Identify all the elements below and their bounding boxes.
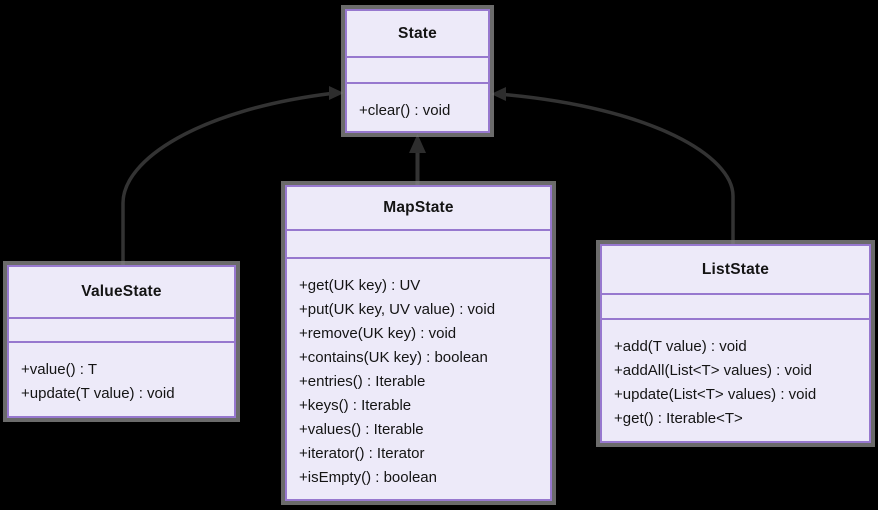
attributes-compartment: [602, 293, 869, 318]
class-box-liststate: ListState +add(T value) : void +addAll(Li…: [600, 244, 871, 443]
method-item: +contains(UK key) : boolean: [299, 349, 488, 366]
method-item: +add(T value) : void: [614, 338, 747, 355]
method-item: +iterator() : Iterator: [299, 445, 425, 462]
inheritance-arrowhead-mapstate: [409, 134, 426, 153]
method-item: +put(UK key, UV value) : void: [299, 301, 496, 318]
inheritance-arrowhead-liststate: [491, 87, 506, 101]
methods-compartment: +add(T value) : void +addAll(List<T> valu…: [602, 318, 869, 441]
class-box-state: State +clear() : void: [345, 9, 490, 133]
method-item: +clear() : void: [359, 102, 451, 119]
inheritance-edge-valuestate-to-state: [121, 91, 332, 266]
attributes-compartment: [9, 317, 234, 341]
inheritance-edge-liststate-to-state: [503, 92, 735, 245]
class-title: State: [398, 24, 437, 42]
method-item: +get(UK key) : UV: [299, 277, 421, 294]
class-box-valuestate: ValueState +value() : T +update(T value) …: [7, 265, 236, 418]
method-item: +entries() : Iterable: [299, 373, 426, 390]
class-title: MapState: [383, 199, 454, 216]
attributes-compartment: [287, 229, 550, 257]
attributes-compartment: [347, 56, 488, 82]
method-item: +isEmpty() : boolean: [299, 469, 437, 486]
method-item: +update(T value) : void: [21, 385, 175, 402]
class-box-mapstate: MapState +get(UK key) : UV +put(UK key, U…: [285, 185, 552, 501]
method-item: +remove(UK key) : void: [299, 325, 457, 342]
method-item: +update(List<T> values) : void: [614, 386, 817, 403]
method-item: +values() : Iterable: [299, 421, 424, 438]
class-title: ValueState: [81, 283, 162, 300]
method-item: +keys() : Iterable: [299, 397, 412, 414]
methods-compartment: +clear() : void: [347, 82, 488, 131]
class-title: ListState: [701, 260, 770, 278]
method-item: +get() : Iterable<T>: [614, 410, 743, 427]
methods-compartment: +value() : T +update(T value) : void: [9, 341, 234, 416]
methods-compartment: +get(UK key) : UV +put(UK key, UV value) …: [287, 257, 550, 499]
method-item: +addAll(List<T> values) : void: [614, 362, 813, 379]
method-item: +value() : T: [21, 361, 98, 378]
inheritance-arrowhead-valuestate: [329, 86, 344, 100]
